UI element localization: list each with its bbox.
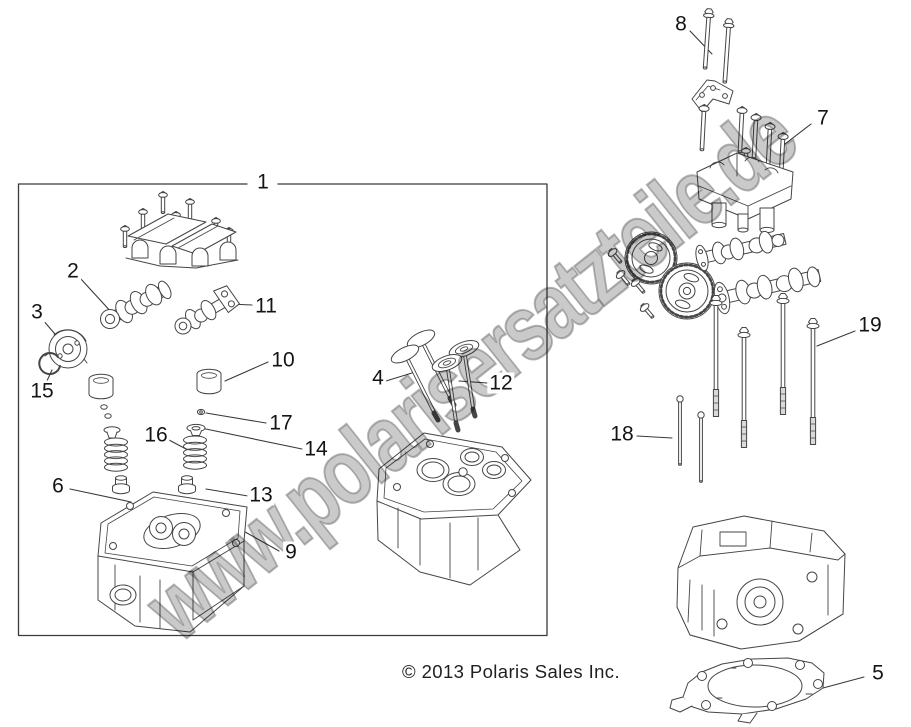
callout-10: 10	[269, 348, 297, 372]
head-gasket-drawing	[669, 657, 825, 724]
cam-phaser-drawing	[44, 329, 88, 369]
bracket-plate-drawing	[691, 79, 734, 113]
callout-2: 2	[65, 259, 81, 283]
cam-carrier-drawing	[696, 103, 794, 234]
callout-5: 5	[870, 661, 886, 685]
callout-13: 13	[247, 483, 275, 507]
callout-19: 19	[856, 313, 884, 337]
valve-seal-left-drawing	[112, 475, 130, 495]
callout-16: 16	[142, 423, 170, 447]
callout-7: 7	[815, 106, 831, 130]
cylinder-head-right-drawing	[676, 515, 846, 650]
head-bolts-drawing	[709, 293, 820, 448]
camshaft-intake-drawing	[100, 280, 172, 329]
callout-8: 8	[673, 12, 689, 36]
callout-11: 11	[253, 294, 279, 318]
intake-valves-drawing	[390, 329, 457, 423]
cam-sprocket-2-drawing	[658, 262, 716, 320]
camshaft-exhaust-drawing	[174, 285, 240, 335]
valves-drawing	[390, 329, 480, 433]
tappet-bucket-right-drawing	[196, 368, 222, 395]
callout-18: 18	[608, 422, 636, 446]
valve-spring-right-drawing	[183, 435, 207, 470]
copyright-text: © 2013 Polaris Sales Inc.	[402, 661, 620, 682]
valve-keepers-retainers-drawing	[100, 404, 206, 439]
callout-15: 15	[28, 379, 56, 403]
callout-17: 17	[267, 411, 295, 435]
callout-3: 3	[29, 300, 45, 324]
callout-6: 6	[50, 474, 66, 498]
callout-leader-lines	[41, 30, 865, 689]
callout-14: 14	[302, 437, 330, 461]
valve-seal-right-drawing	[178, 475, 196, 495]
cylinder-head-bottom-drawing	[97, 491, 248, 633]
dowel-studs-drawing	[676, 395, 705, 483]
callout-12: 12	[487, 371, 515, 395]
right-camshafts-drawing	[695, 230, 822, 315]
assembly-box-outline	[17, 183, 548, 637]
callout-1: 1	[255, 170, 271, 194]
callout-9: 9	[283, 540, 299, 564]
tappet-bucket-left-drawing	[88, 373, 114, 400]
snap-ring-drawing	[38, 352, 61, 376]
cam-sprocket-1-drawing	[624, 231, 678, 285]
rocker-carrier-assembly-drawing	[120, 190, 239, 269]
exhaust-valves-drawing	[431, 340, 480, 433]
callout-4: 4	[370, 366, 386, 390]
valve-spring-left-drawing	[104, 437, 128, 472]
cylinder-head-top-drawing	[376, 432, 532, 586]
carrier-mount-bolts-drawing	[702, 8, 735, 84]
